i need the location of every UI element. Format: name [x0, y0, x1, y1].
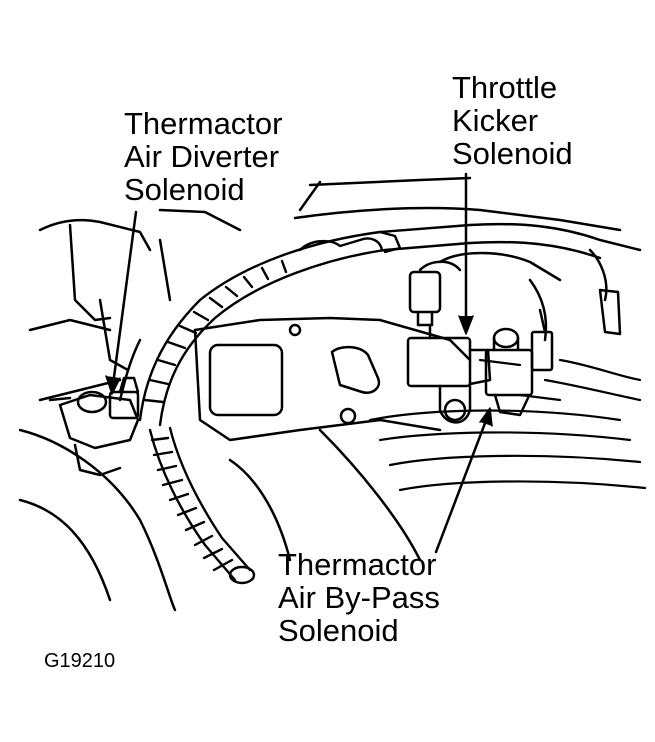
label-line: Solenoid: [452, 136, 573, 171]
label-line: Solenoid: [124, 172, 245, 207]
engine-bay-outline: [18, 176, 622, 612]
valve-cover-panel: [193, 316, 472, 562]
label-line: Thermactor: [278, 547, 437, 582]
label-air-diverter-solenoid: Thermactor Air Diverter Solenoid: [124, 107, 282, 206]
label-line: Air Diverter: [124, 139, 280, 174]
label-throttle-kicker-solenoid: Throttle Kicker Solenoid: [452, 71, 573, 170]
air-diverter-solenoid: [48, 298, 140, 477]
label-line: Kicker: [452, 103, 539, 138]
arrowhead-diverter: [105, 375, 121, 395]
figure-id: G19210: [44, 650, 116, 672]
label-air-bypass-solenoid: Thermactor Air By-Pass Solenoid: [278, 548, 440, 647]
arrowhead-kicker: [458, 315, 474, 335]
corrugated-hose: [138, 223, 472, 585]
ribbed-surface: [368, 358, 647, 492]
label-line: Air By-Pass: [278, 580, 440, 615]
leader-diverter: [110, 210, 138, 394]
leader-lines: [105, 172, 493, 554]
arrowhead-bypass: [479, 407, 493, 427]
label-line: Throttle: [452, 70, 558, 105]
label-line: Thermactor: [124, 106, 283, 141]
right-hoses: [418, 222, 642, 342]
throttle-kicker-solenoid: [406, 270, 492, 424]
leader-bypass: [434, 408, 492, 554]
air-bypass-solenoid: [484, 288, 622, 417]
label-line: Solenoid: [278, 613, 399, 648]
